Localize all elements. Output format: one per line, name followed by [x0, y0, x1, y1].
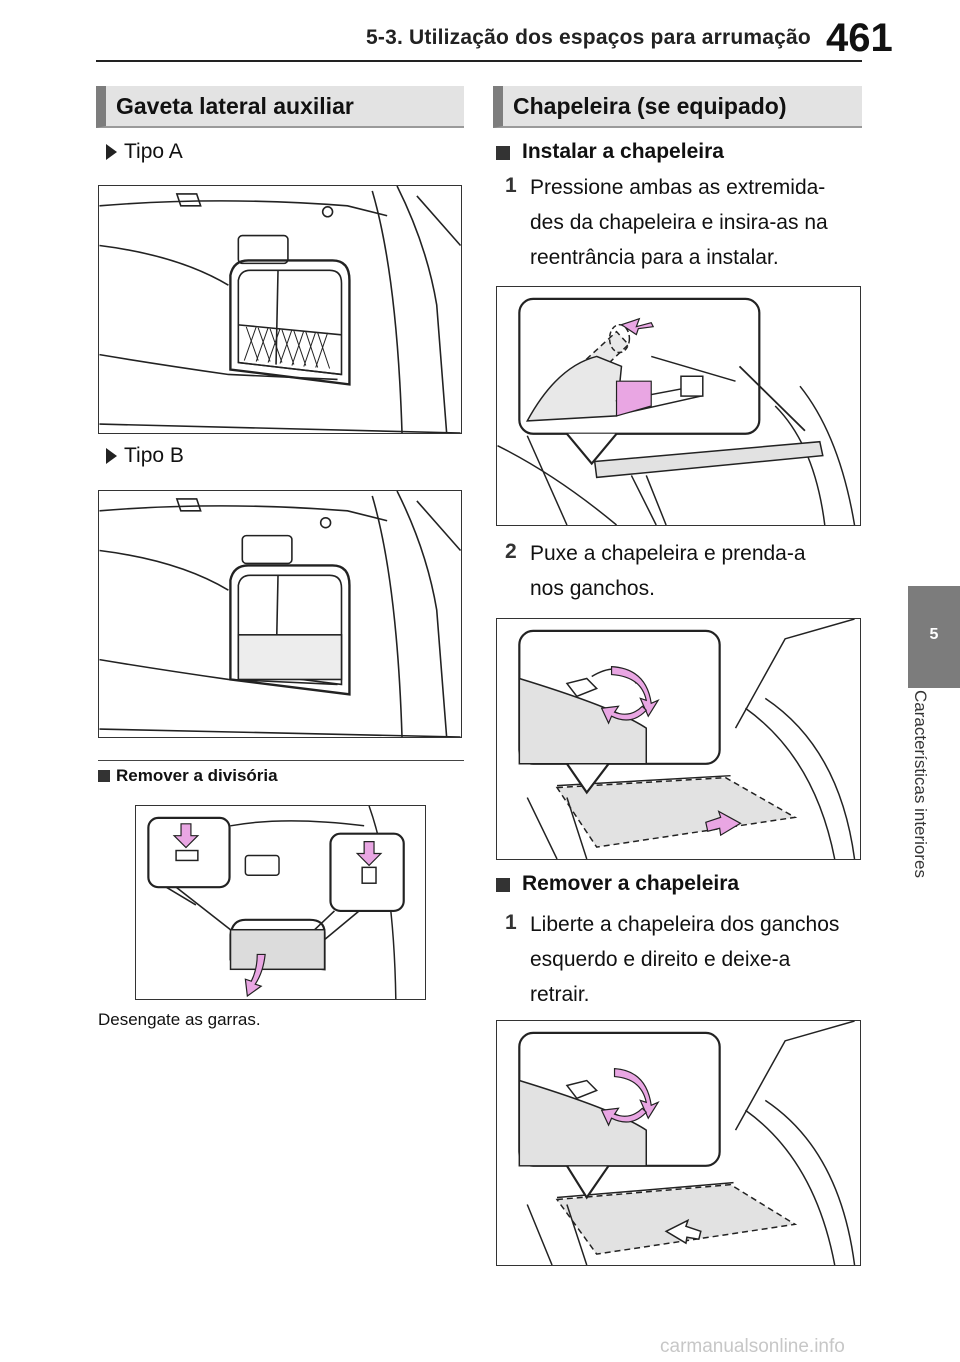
header-rule — [96, 60, 862, 62]
figure-remove-divider — [135, 805, 426, 1000]
remove-divider-heading: Remover a divisória — [116, 766, 278, 785]
illustration-remove-divider — [147, 806, 405, 999]
remove-divider-caption: Desengate as garras. — [98, 1010, 261, 1029]
install-step-2-line-2: nos ganchos. — [530, 577, 655, 600]
figure-type-a — [98, 185, 462, 434]
illustration-drawer-type-b — [99, 491, 461, 737]
watermark: carmanualsonline.info — [660, 1336, 845, 1357]
install-step-1-line-1: Pressione ambas as extremida- — [530, 176, 826, 199]
bullet-triangle-icon — [106, 144, 117, 160]
bullet-triangle-icon — [106, 448, 117, 464]
figure-install-step-1 — [496, 286, 861, 526]
remove-cover-heading: Remover a chapeleira — [522, 872, 740, 895]
type-a-label: Tipo A — [124, 140, 183, 163]
remove-step-1-line-2: esquerdo e direito e deixe-a — [530, 948, 791, 971]
remove-step-1-line-3: retrair. — [530, 983, 590, 1006]
section-heading-aux-drawer: Gaveta lateral auxiliar — [96, 86, 464, 128]
bullet-square-icon — [496, 878, 510, 892]
chapter-number: 5 — [929, 626, 939, 643]
install-step-1-line-3: reentrância para a instalar. — [530, 246, 779, 269]
type-b-label: Tipo B — [124, 444, 184, 467]
figure-install-step-2 — [496, 618, 861, 860]
section-heading-text: Chapeleira (se equipado) — [513, 93, 787, 119]
header-section-title: 5-3. Utilização dos espaços para arrumaç… — [366, 26, 811, 49]
remove-step-1-number: 1 — [505, 911, 517, 934]
figure-type-b — [98, 490, 462, 738]
install-step-1-number: 1 — [505, 174, 517, 197]
page-number: 461 — [826, 16, 893, 60]
chapter-title: Características interiores — [911, 690, 930, 879]
illustration-drawer-type-a — [99, 186, 461, 433]
illustration-install-cover — [497, 297, 856, 525]
divider-line — [98, 760, 464, 761]
section-heading-tonneau-cover: Chapeleira (se equipado) — [493, 86, 862, 128]
install-heading: Instalar a chapeleira — [522, 140, 724, 163]
install-step-2-number: 2 — [505, 540, 517, 563]
chapter-tab: 5 — [908, 586, 960, 688]
remove-step-1-line-1: Liberte a chapeleira dos ganchos — [530, 913, 840, 936]
illustration-retract-cover — [518, 1021, 856, 1265]
section-heading-text: Gaveta lateral auxiliar — [116, 93, 354, 119]
bullet-square-icon — [496, 146, 510, 160]
bullet-square-icon — [98, 770, 110, 782]
chapter-title-vertical: Características interiores — [911, 690, 942, 950]
illustration-hook-cover — [518, 619, 856, 859]
install-step-2-line-1: Puxe a chapeleira e prenda-a — [530, 542, 806, 565]
figure-remove-cover — [496, 1020, 861, 1266]
install-step-1-line-2: des da chapeleira e insira-as na — [530, 211, 828, 234]
